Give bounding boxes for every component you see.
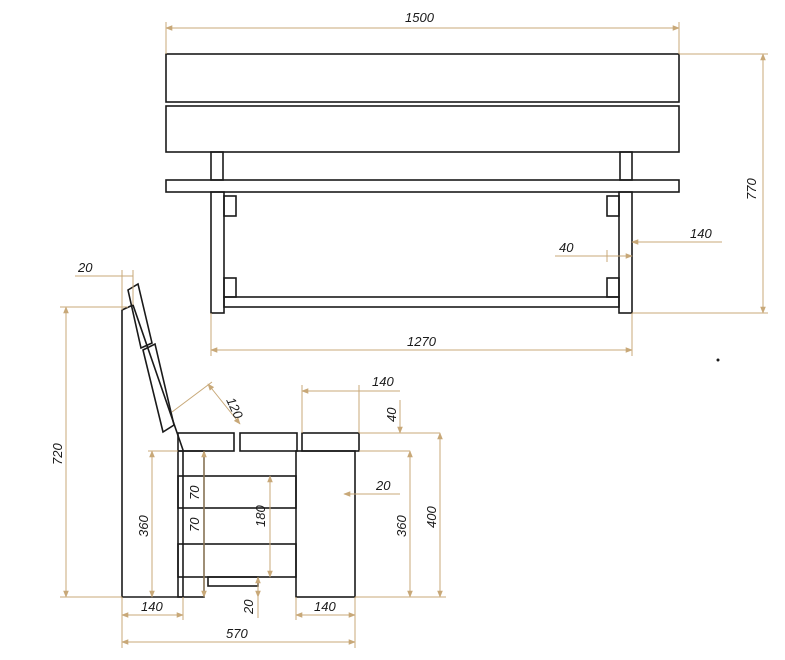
side-frame-lower-rail: [177, 543, 297, 578]
front-backrest-board-bottom: [165, 105, 680, 153]
dim-120-line: [207, 383, 241, 425]
side-seat-board-1: [177, 432, 235, 452]
front-leg-right: [618, 191, 633, 314]
label-720: 720: [50, 443, 65, 465]
label-1500: 1500: [405, 10, 435, 25]
label-140-bottom-left: 140: [141, 599, 163, 614]
label-20-overhang: 20: [375, 478, 391, 493]
front-block-left-bottom: [223, 277, 237, 298]
label-140-front: 140: [690, 226, 712, 241]
front-post-right-upper: [619, 151, 633, 181]
front-seat-board: [165, 179, 680, 193]
side-seat-board-3: [301, 432, 360, 452]
label-360-right: 360: [394, 515, 409, 537]
front-block-right-bottom: [606, 277, 620, 298]
side-backrest-board-lower: [142, 342, 175, 434]
side-backrest-board-upper: [127, 282, 153, 350]
dim-120-ext-a: [171, 381, 213, 413]
side-seat-board-2: [239, 432, 298, 452]
label-140-top: 140: [372, 374, 394, 389]
label-40-seat: 40: [384, 407, 399, 422]
side-front-leg: [295, 450, 356, 598]
label-180: 180: [253, 505, 268, 527]
label-20-bottom: 20: [241, 599, 256, 615]
side-frame-foot-block: [207, 576, 259, 587]
label-20-back: 20: [77, 260, 93, 275]
label-120: 120: [223, 395, 246, 422]
label-70-a: 70: [187, 485, 202, 500]
side-view: [121, 282, 360, 598]
front-view: [165, 53, 680, 314]
stray-mark: [716, 358, 720, 362]
label-70-b: 70: [187, 517, 202, 532]
label-1270: 1270: [407, 334, 437, 349]
label-770: 770: [744, 178, 759, 200]
label-360-left: 360: [136, 515, 151, 537]
label-570: 570: [226, 626, 248, 641]
front-block-right-top: [606, 195, 620, 217]
label-140-bottom-right: 140: [314, 599, 336, 614]
label-40: 40: [559, 240, 574, 255]
label-400: 400: [424, 506, 439, 528]
dimension-lines: [60, 22, 768, 648]
front-leg-left: [210, 191, 225, 314]
front-block-left-top: [223, 195, 237, 217]
front-backrest-board-top: [165, 53, 680, 103]
front-post-left-upper: [210, 151, 224, 181]
front-stretcher: [223, 296, 620, 308]
side-back-post: [121, 303, 184, 598]
dimension-labels: 1500 770 140 40 1270 20 720 120 140 40 2…: [50, 10, 759, 641]
